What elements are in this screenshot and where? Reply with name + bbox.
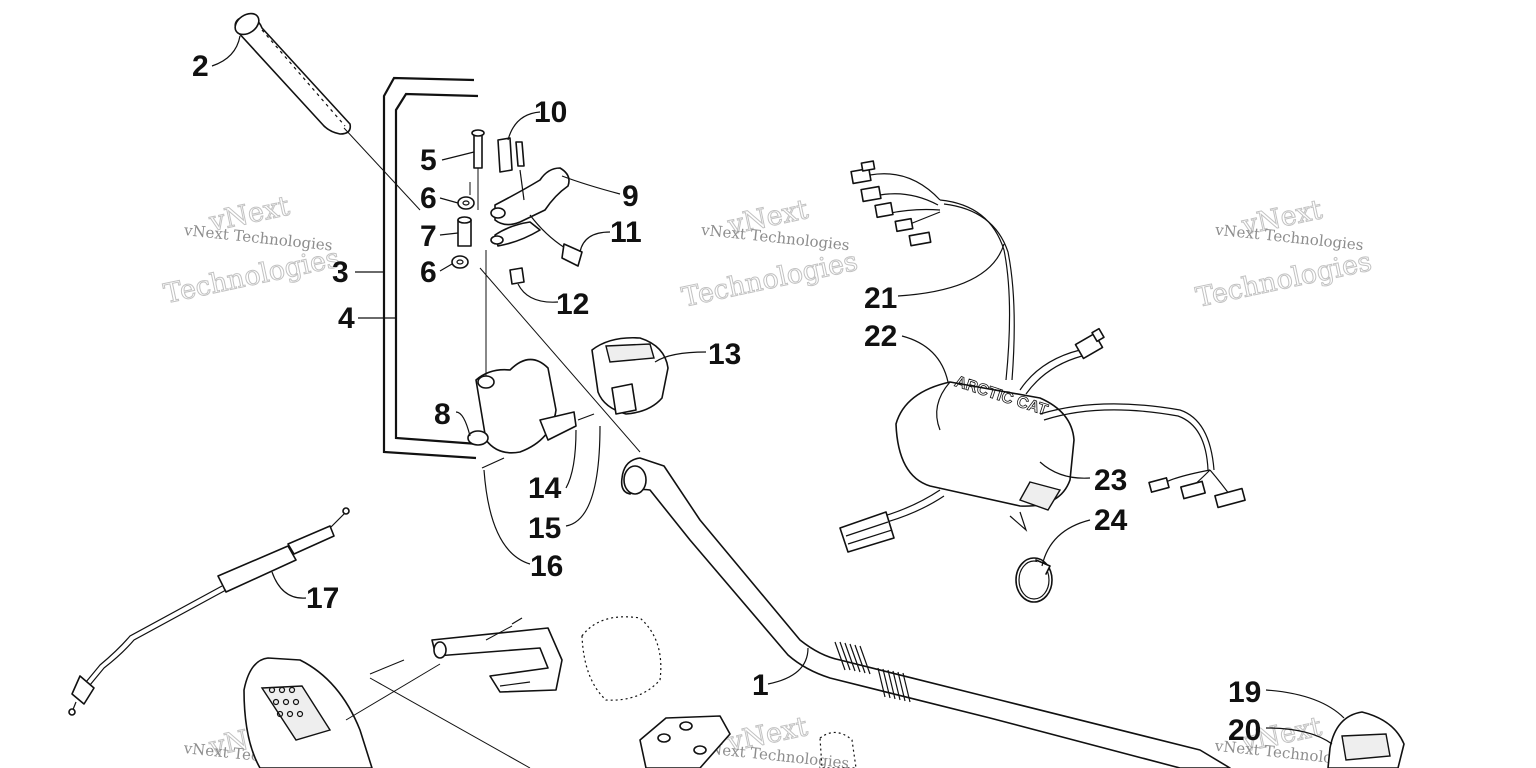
callout-4: 4 (338, 302, 355, 335)
callout-20: 20 (1228, 714, 1261, 747)
switch-housing (591, 336, 669, 415)
callout-24: 24 (1094, 504, 1128, 537)
right-switch-housing (1327, 711, 1405, 768)
callout-9: 9 (622, 180, 639, 213)
bushing (457, 216, 472, 247)
callout-6-top: 6 (420, 182, 437, 215)
pivot-pin (471, 129, 485, 210)
callout-8: 8 (434, 398, 451, 431)
hand-guard (243, 657, 531, 768)
small-clip (509, 267, 525, 285)
throttle-housing (467, 250, 577, 454)
screw-a (577, 413, 595, 421)
handlebar-grip (234, 12, 421, 211)
clamp-ring (1015, 557, 1053, 603)
callout-3: 3 (332, 256, 349, 289)
throttle-lever (469, 167, 583, 267)
callout-23: 23 (1094, 464, 1127, 497)
washer-top (457, 196, 475, 210)
watermark-right: vNext vNext Technologies Technologies (1193, 194, 1375, 314)
handlebar-knurl-1 (834, 641, 871, 675)
callout-1: 1 (752, 669, 769, 702)
callout-19: 19 (1228, 676, 1261, 709)
wiring-harness-lower (839, 403, 1246, 553)
watermark-outline-word2: Technologies (679, 246, 860, 313)
switch-clips (497, 137, 525, 173)
watermark-center: vNext vNext Technologies Technologies (679, 194, 861, 314)
callout-labels: 1 2 3 4 5 6 6 7 8 9 10 11 12 13 14 15 16… (192, 50, 1261, 747)
handlebar-pad: ARCTIC CAT (895, 373, 1075, 532)
watermark-outline-word2: Technologies (1193, 246, 1374, 313)
mirror-bracket (431, 617, 563, 693)
bracket-frames (382, 76, 479, 460)
callout-10: 10 (534, 96, 567, 129)
screw-b (481, 457, 505, 469)
watermark-outline-word2: Technologies (161, 243, 342, 310)
callout-21: 21 (864, 282, 897, 315)
callout-22: 22 (864, 320, 897, 353)
wiring-harness-upper (850, 160, 1105, 395)
callout-11: 11 (610, 216, 642, 249)
leader-lines (211, 35, 1345, 745)
watermark-left: vNext vNext Technologies Technologies (161, 190, 343, 310)
ghost-housing (581, 616, 662, 701)
washer-bottom (451, 255, 469, 269)
throttle-cable (68, 507, 350, 716)
callout-5: 5 (420, 144, 437, 177)
handlebar (479, 267, 1231, 768)
callout-16: 16 (530, 550, 563, 583)
callout-17: 17 (306, 582, 339, 615)
handlebar-knurl-2 (877, 667, 911, 703)
handlebar-clamp (639, 715, 857, 768)
callout-14: 14 (528, 472, 562, 505)
callout-12: 12 (556, 288, 589, 321)
callout-6-bottom: 6 (420, 256, 437, 289)
callout-15: 15 (528, 512, 561, 545)
callout-13: 13 (708, 338, 741, 371)
callout-7: 7 (420, 220, 437, 253)
callout-2: 2 (192, 50, 209, 83)
